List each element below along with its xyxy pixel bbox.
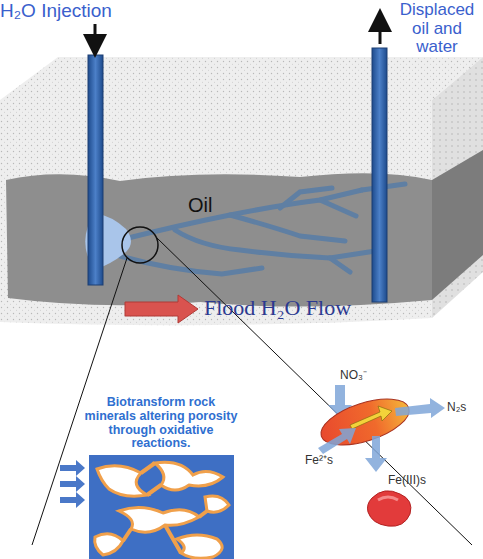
injection-label: H₂O Injection — [0, 1, 180, 22]
block-side — [432, 57, 483, 318]
injection-arrow — [94, 24, 97, 46]
block-front — [0, 100, 432, 325]
oil-region-side — [432, 150, 483, 300]
leader-line — [157, 238, 472, 545]
injection-pipe — [88, 55, 103, 285]
water-fingers — [120, 184, 405, 274]
block-top — [0, 57, 483, 100]
species-label: NO₃⁻ — [340, 369, 390, 382]
microbe-scheme — [315, 385, 445, 526]
pore-panel: Biotransform rock minerals altering poro… — [80, 396, 242, 559]
pore-structure — [89, 455, 234, 559]
species-label: N₂s — [447, 401, 483, 414]
oil-label: Oil — [188, 194, 248, 216]
panel-heading: Biotransform rock minerals altering poro… — [80, 396, 242, 451]
species-label: Fe(III)s — [388, 474, 448, 487]
oil-region — [6, 173, 432, 306]
production-pipe — [372, 48, 387, 302]
zoom-circle — [122, 227, 158, 263]
inflow-arrows — [60, 460, 85, 508]
flow-arrow — [125, 295, 198, 323]
species-label: Fe²⁺s — [305, 454, 355, 467]
flow-label: Flood H₂O Flow — [204, 296, 404, 320]
production-arrow — [379, 20, 382, 44]
production-label: Displaced oil and water — [392, 1, 482, 57]
